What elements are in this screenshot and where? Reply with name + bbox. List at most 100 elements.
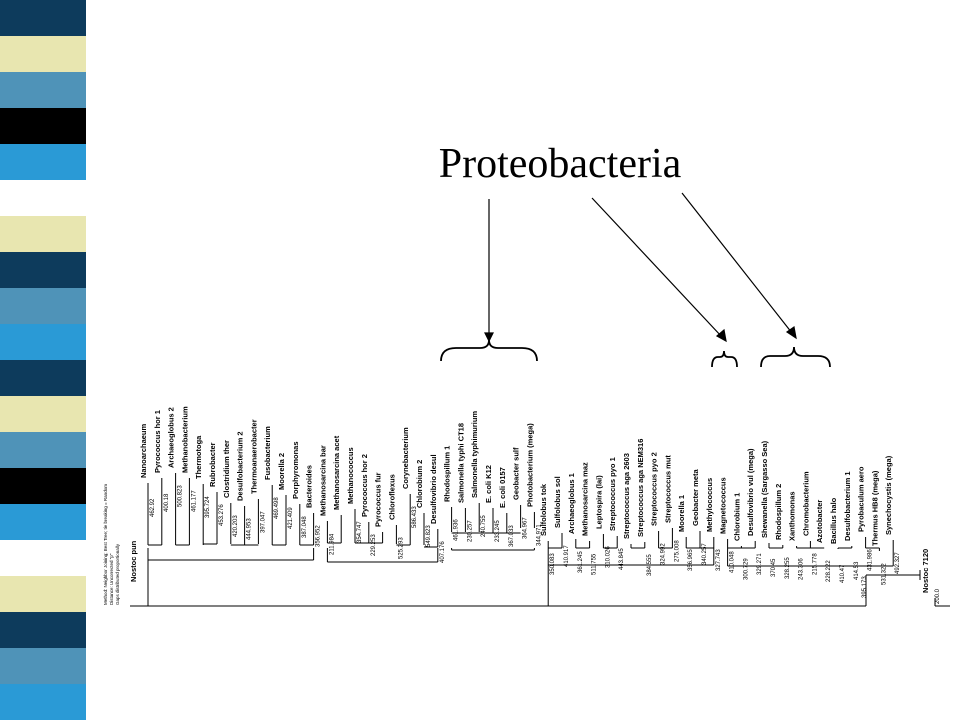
stripe-block — [0, 684, 86, 720]
leaf-label: Streptococcus pyo 1 — [608, 457, 617, 531]
branch-length: 421.409 — [288, 507, 294, 529]
proteobacteria-bracket-middle — [711, 350, 738, 368]
leaf-label: Bacillus halo — [829, 497, 838, 544]
branch-length: 384.555 — [647, 554, 653, 576]
leaf-label: Chlorobium 1 — [732, 493, 741, 541]
stripe-block — [0, 0, 86, 36]
leaf-label: Geobacter meta — [691, 468, 700, 526]
branch-length: 492.327 — [895, 552, 901, 574]
branch-length: 500.823 — [178, 485, 184, 507]
branch-length: 443.845 — [619, 548, 625, 570]
leaf-label: Leptospira (lai) — [594, 475, 603, 529]
leaf-label: Streptococcus mut — [663, 455, 672, 523]
branch-length: 531.322 — [881, 563, 887, 585]
leaf-label: Chromobacterium — [801, 471, 810, 536]
leaf-label: Rhodospillum 1 — [443, 446, 452, 502]
branch-length: 420.203 — [233, 515, 239, 537]
leaf-label: Methanosarcina bar — [318, 445, 327, 516]
stripe-block — [0, 324, 86, 360]
branch-length: 461.936 — [454, 519, 460, 541]
branch-length: 300.729 — [743, 558, 749, 580]
brackets — [440, 339, 831, 368]
leaf-label: Streptococcus pyo 2 — [650, 452, 659, 526]
branch-length: 525.293 — [398, 537, 404, 559]
stripe-block — [0, 144, 86, 180]
leaf-label: Thermus HB8 (mega) — [870, 470, 879, 546]
branch-length: 228.222 — [826, 560, 832, 582]
leaf-label: Chloroflexus — [387, 474, 396, 520]
branch-length: 230.257 — [467, 520, 473, 542]
branch-length: 310.026 — [605, 546, 611, 568]
stripe-block — [0, 180, 86, 216]
leaf-label: Salmonella typhi CT18 — [456, 423, 465, 503]
leaf-label: Bacteroides — [305, 465, 314, 508]
branch-length: 324.992 — [661, 543, 667, 565]
root-length: 395.173 — [862, 576, 868, 598]
proteobacteria-bracket-right — [760, 346, 831, 368]
leaf-label: Methylococcus — [705, 478, 714, 532]
leaf-label: Desulfovibrio vul (mega) — [746, 448, 755, 536]
branch-length: 350.083 — [550, 553, 556, 575]
leaf-label: Pyrobaculum aero — [857, 466, 866, 532]
branch-length: 549.823 — [426, 525, 432, 547]
leaf-label: E. coli K12 — [484, 465, 493, 503]
leaf-label: Streptococcus aga NEM316 — [636, 439, 645, 537]
decorative-stripe — [0, 0, 108, 720]
stripe-block — [0, 648, 86, 684]
branch-length: 229.253 — [371, 534, 377, 556]
method-line-3: Gaps distributed proportionally — [115, 543, 120, 605]
branch-length: 444.953 — [247, 518, 253, 540]
leaf-label: Methanobacterium — [180, 406, 189, 473]
stripe-block — [0, 216, 86, 252]
root-label: Nostoc pun — [129, 540, 138, 582]
leaf-label: Moorella 2 — [277, 453, 286, 490]
stripe-gap — [86, 0, 108, 720]
leaf-label: Moorella 1 — [677, 495, 686, 532]
leaf-label: Shewanella (Sargasso Sea) — [760, 440, 769, 538]
leaf-label: Archaeoglobus 2 — [167, 407, 176, 468]
stripe-block — [0, 288, 86, 324]
tree-branches — [130, 473, 950, 607]
right-root-label: Nostoc 7120 — [921, 549, 930, 593]
branch-length: 462.92 — [150, 498, 156, 517]
slide-title: Proteobacteria — [438, 141, 682, 187]
annotation-arrows — [484, 192, 797, 343]
leaf-label: Azotobacter — [815, 500, 824, 543]
leaf-label: Salmonella typhimurium — [470, 411, 479, 498]
arrow-middle — [591, 197, 723, 338]
branch-length: 400.18 — [164, 493, 170, 512]
leaf-label: Sulfolobus tok — [539, 483, 548, 536]
branch-length: 431.986 — [868, 549, 874, 571]
branch-length: 354.747 — [357, 521, 363, 543]
method-caption: Method: Neighbor Joining; Best Tree; tie… — [103, 484, 120, 605]
leaf-label: Thermoanaerobacter — [249, 419, 258, 494]
stripe-block — [0, 108, 86, 144]
leaf-label: Pyrococcus fur — [374, 472, 383, 527]
method-line-1: Method: Neighbor Joining; Best Tree; tie… — [103, 484, 108, 605]
leaf-label: Methanosarcina maz — [581, 462, 590, 536]
branch-length: 410.47 — [840, 564, 846, 583]
branch-length: 407.176 — [440, 541, 446, 563]
leaf-label: Rubrobacter — [208, 442, 217, 487]
leaf-label: Photobacterium (mega) — [525, 423, 534, 507]
branch-length: 356.965 — [688, 549, 694, 571]
arrow-left-head — [484, 332, 494, 343]
branch-length: 240.755 — [481, 515, 487, 537]
stripe-block — [0, 252, 86, 288]
branch-length: 367.033 — [509, 525, 515, 547]
leaf-label: Xanthomonas — [788, 491, 797, 541]
branch-length: 511.755 — [592, 553, 598, 575]
branch-length: 414.53 — [854, 561, 860, 580]
leaf-label: Clostridium ther — [222, 440, 231, 498]
branch-length: 275.008 — [674, 540, 680, 562]
arrow-middle-head — [715, 328, 727, 343]
leaf-label: Synechocystis (mega) — [884, 455, 893, 535]
leaf-label: Geobacter sulf — [512, 447, 521, 500]
leaf-label: Nanoarchaeum — [139, 423, 148, 478]
branch-length: 328.255 — [785, 557, 791, 579]
branch-length: 361.245 — [578, 551, 584, 573]
branch-length: 340.257 — [702, 543, 708, 565]
branch-length: 233.245 — [495, 520, 501, 542]
arrow-right — [681, 192, 793, 334]
